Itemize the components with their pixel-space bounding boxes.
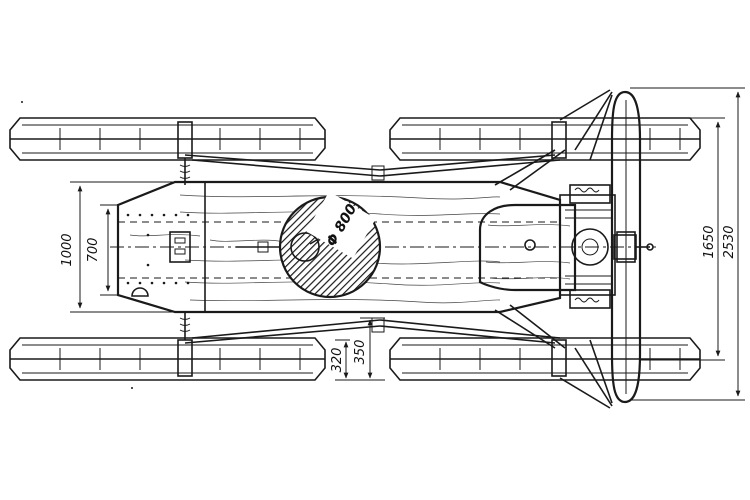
ski-bottom-left	[9, 337, 326, 381]
dim-ski-offset: 350	[353, 340, 368, 365]
dim-ski-width: 320	[330, 348, 345, 373]
engine-cowling	[478, 203, 577, 292]
ski-top-right	[389, 117, 701, 161]
stray-marks	[21, 101, 133, 389]
hull	[110, 180, 660, 314]
dim-overall-width: 2530	[722, 225, 737, 258]
dim-hull-inner-width: 700	[86, 238, 101, 263]
engine	[559, 184, 654, 309]
dim-track-width: 1650	[702, 225, 717, 258]
ski-bottom-right	[389, 337, 701, 381]
suspension-struts	[177, 89, 613, 409]
dimension-lines	[70, 87, 745, 401]
dim-hull-width: 1000	[60, 233, 75, 266]
ski-top-left	[9, 117, 326, 161]
propeller	[610, 90, 642, 404]
porthole: Φ 800	[278, 191, 382, 299]
dimension-labels: 1000 700 320 350 1650 2530	[60, 225, 737, 372]
